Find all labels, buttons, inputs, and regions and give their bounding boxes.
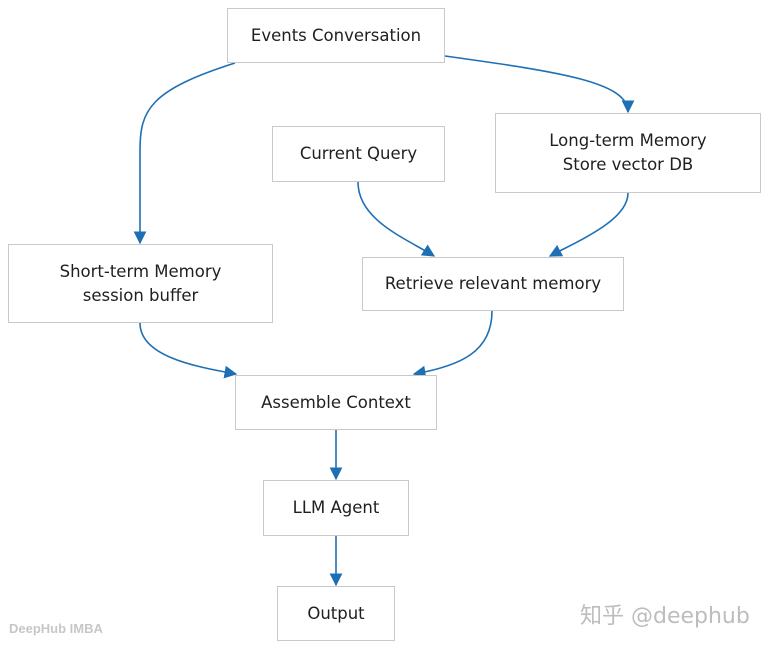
node-current-query-label: Current Query — [299, 144, 418, 163]
node-current-query: Current Query — [272, 126, 445, 182]
edge-events-to-long-term — [444, 55, 635, 114]
node-retrieve-relevant-memory: Retrieve relevant memory — [362, 257, 624, 311]
node-assemble-context-label: Assemble Context — [261, 392, 411, 412]
node-retrieve-relevant-memory-label: Retrieve relevant memory — [384, 274, 602, 293]
node-long-term-memory: Long-term Memory Store vector DB — [495, 113, 761, 193]
node-long-term-memory-line1: Long-term Memory — [549, 131, 707, 150]
node-assemble-context: Assemble Context — [235, 375, 437, 430]
edge-events-to-short-term — [133, 62, 236, 245]
node-output-label: Output — [307, 603, 365, 623]
edge-query-to-retrieve — [357, 181, 436, 257]
node-output: Output — [277, 586, 395, 641]
edge-long-term-to-retrieve — [548, 192, 629, 257]
node-events-conversation-label: Events Conversation — [250, 25, 422, 45]
node-llm-agent-label: LLM Agent — [292, 498, 380, 517]
node-llm-agent: LLM Agent — [263, 480, 409, 536]
node-short-term-memory-line2: session buffer — [82, 285, 199, 305]
watermark-deephub: DeepHub IMBA — [9, 621, 103, 636]
node-events-conversation: Events Conversation — [227, 8, 445, 63]
edge-short-term-to-assemble — [139, 322, 238, 379]
node-long-term-memory-line2: Store vector DB — [562, 155, 694, 174]
edge-retrieve-to-assemble — [412, 310, 493, 379]
node-short-term-memory-line1: Short-term Memory — [59, 261, 222, 281]
watermark-zhihu: 知乎 @deephub — [580, 604, 750, 629]
node-short-term-memory: Short-term Memory session buffer — [8, 244, 273, 323]
